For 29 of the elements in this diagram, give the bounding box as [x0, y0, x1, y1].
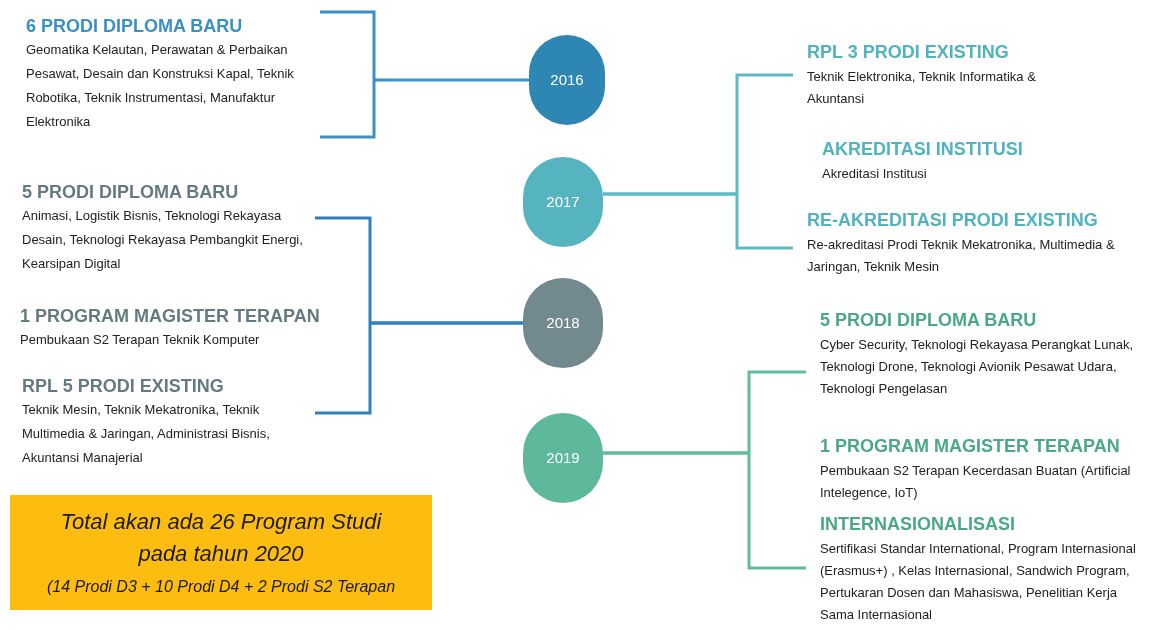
section-heading: 1 PROGRAM MAGISTER TERAPAN: [820, 435, 1121, 458]
section-heading: 6 PRODI DIPLOMA BARU: [26, 15, 244, 38]
section-description: Geomatika Kelautan, Perawatan & Perbaikan Pesawat, Desain dan Konstruksi Kapal, Teknik Robotika, Teknik Instrumentasi, Manufaktur Elektronika: [26, 41, 295, 131]
year-label: 2019: [546, 447, 580, 468]
bracket-connector: [313, 321, 525, 415]
year-label: 2017: [546, 191, 580, 212]
section-description: Pembukaan S2 Terapan Teknik Komputer: [20, 331, 261, 349]
section-heading: 1 PROGRAM MAGISTER TERAPAN: [20, 305, 321, 328]
summary-box: [10, 495, 432, 610]
section-heading: RPL 3 PRODI EXISTING: [807, 41, 1010, 64]
section-description: Akreditasi Institusi: [822, 165, 928, 183]
section-description: Animasi, Logistik Bisnis, Teknologi Rekayasa Desain, Teknologi Rekayasa Pembangkit Energi, Kearsipan Digital: [22, 207, 304, 273]
section-description: Re-akreditasi Prodi Teknik Mekatronika, Multimedia & Jaringan, Teknik Mesin: [807, 236, 1116, 276]
section-heading: 5 PRODI DIPLOMA BARU: [820, 309, 1038, 332]
section-heading: INTERNASIONALISASI: [820, 513, 1016, 536]
section-heading: 5 PRODI DIPLOMA BARU: [22, 181, 240, 204]
section-heading: RE-AKREDITASI PRODI EXISTING: [807, 209, 1099, 232]
section-heading: AKREDITASI INSTITUSI: [822, 138, 1024, 161]
summary-text: Total akan ada 26 Program Studi pada tahun 2020: [59, 507, 383, 568]
section-heading: RPL 5 PRODI EXISTING: [22, 375, 225, 398]
section-description: Cyber Security, Teknologi Rekayasa Perangkat Lunak, Teknologi Drone, Teknologi Avionik Pesawat Udara, Teknologi Pengelasan: [820, 336, 1135, 398]
section-description: Sertifikasi Standar International, Program Internasional (Erasmus+) , Kelas Internasional, Sandwich Program, Pertukaran Dosen dan Mahasiswa, Penelitian Kerja Sama Internasional: [820, 540, 1137, 624]
section-description: Pembukaan S2 Terapan Kecerdasan Buatan (Artificial Intelegence, IoT): [820, 462, 1132, 502]
section-description: Teknik Mesin, Teknik Mekatronika, Teknik Multimedia & Jaringan, Administrasi Bisnis, Akuntansi Manajerial: [22, 401, 271, 467]
year-label: 2018: [546, 312, 580, 333]
year-label: 2016: [550, 69, 584, 90]
bracket-connector: [318, 10, 531, 139]
summary-text: (14 Prodi D3 + 10 Prodi D4 + 2 Prodi S2 Terapan: [46, 576, 396, 597]
section-description: Teknik Elektronika, Teknik Informatika & Akuntansi: [807, 68, 1037, 108]
